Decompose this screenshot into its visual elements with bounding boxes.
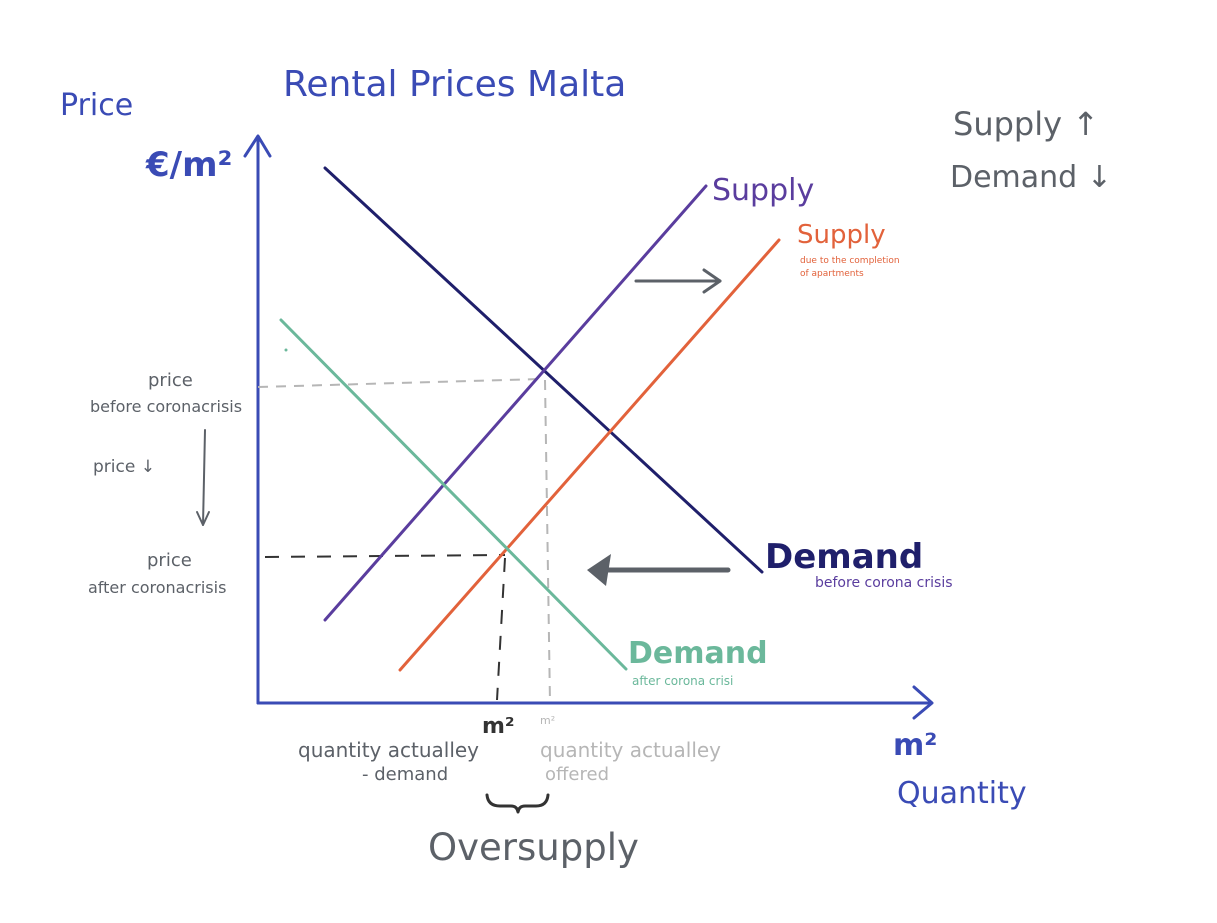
demand-shift-arrow — [587, 554, 731, 586]
x-axis-label: Quantity — [897, 776, 1027, 811]
x-axis-unit: m² — [893, 728, 937, 763]
supply-shift-arrow — [634, 268, 722, 294]
price-before-guide — [257, 378, 541, 388]
price-change-label: price ↓ — [93, 457, 155, 477]
y-axis-unit: €/m² — [145, 145, 232, 185]
supply-up-label: Supply ↑ — [953, 105, 1099, 143]
supply-after-note-line1: due to the completion — [800, 256, 900, 266]
demand-before-note: before corona crisis — [815, 575, 953, 591]
oversupply-label: Oversupply — [428, 826, 639, 869]
equilibrium-after-guides — [264, 554, 506, 701]
quantity-demanded-line2: - demand — [362, 764, 448, 785]
x-axis-arrowhead — [912, 685, 934, 720]
equilibrium-before-guides — [257, 378, 551, 704]
oversupply-brace — [485, 793, 550, 814]
price-after-line1: price — [147, 550, 192, 571]
price-before-line1: price — [148, 370, 193, 391]
quantity-demanded-guide — [496, 557, 506, 701]
y-axis-arrowhead — [243, 134, 272, 158]
demand-after-curve — [279, 318, 628, 671]
price-after-guide — [264, 554, 506, 558]
supply-after-curve — [398, 238, 781, 672]
quantity-offered-guide — [544, 379, 551, 704]
demand-down-label: Demand ↓ — [950, 160, 1112, 195]
y-axis — [243, 134, 272, 705]
price-down-arrow — [196, 429, 210, 526]
quantity-offered-unit: m² — [540, 714, 555, 727]
quantity-demanded-unit: m² — [482, 714, 515, 739]
quantity-offered-line2: offered — [545, 764, 609, 785]
supply-before-label: Supply — [712, 173, 814, 208]
price-after-line2: after coronacrisis — [88, 578, 226, 597]
demand-after-label: Demand — [628, 636, 768, 671]
supply-after-label: Supply — [797, 220, 886, 250]
y-axis-label: Price — [60, 88, 133, 123]
x-axis — [256, 685, 934, 720]
stray-dot — [284, 348, 288, 352]
diagram-title: Rental Prices Malta — [283, 64, 626, 105]
quantity-offered-line1: quantity actualley — [540, 738, 721, 762]
demand-before-label: Demand — [765, 537, 923, 577]
supply-after-note-line2: of apartments — [800, 269, 864, 279]
supply-before-curve — [323, 184, 708, 622]
demand-after-note: after corona crisi — [632, 674, 733, 688]
quantity-demanded-line1: quantity actualley — [298, 738, 479, 762]
price-before-line2: before coronacrisis — [90, 397, 242, 416]
